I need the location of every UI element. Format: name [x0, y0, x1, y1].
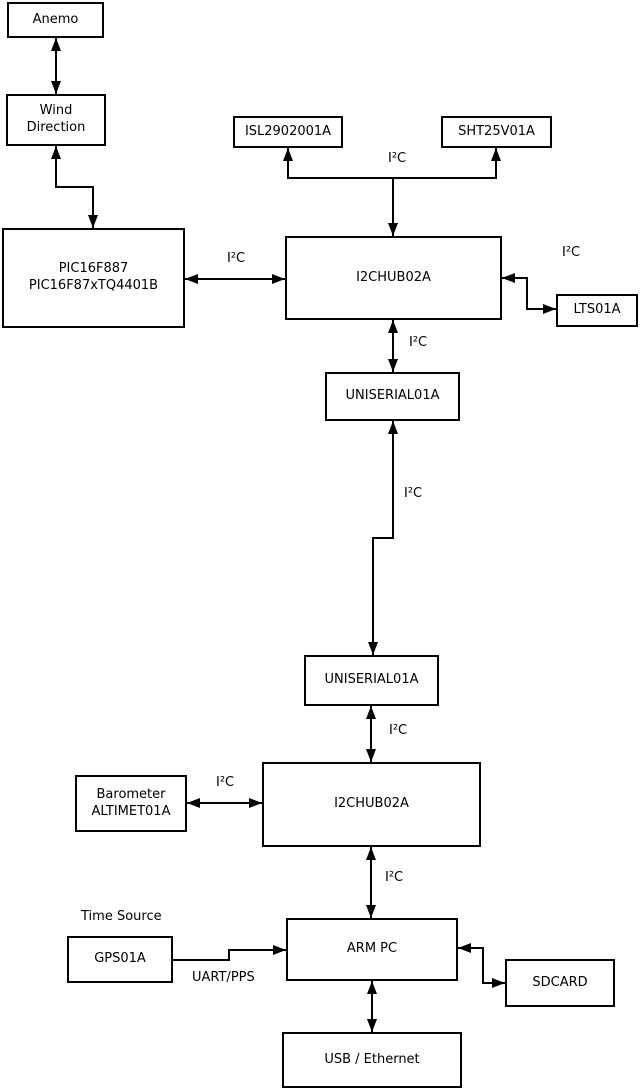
node-label: ISL2902001A	[244, 123, 332, 139]
edge-label-uart-pps: UART/PPS	[192, 970, 255, 985]
edge-label-i2c-uni2-hub2: I²C	[389, 723, 408, 738]
node-uniserial01a-upper: UNISERIAL01A	[325, 372, 460, 421]
node-label: ARM PC	[346, 941, 398, 957]
node-anemo: Anemo	[7, 2, 104, 38]
edge-label-i2c-pic-hub1: I²C	[227, 251, 246, 266]
node-i2chub02a-lower: I2CHUB02A	[262, 762, 481, 847]
node-sdcard: SDCARD	[505, 959, 615, 1007]
edge-label-i2c-baro-hub2: I²C	[216, 775, 235, 790]
node-label: UNISERIAL01A	[324, 672, 419, 688]
node-pic16f887: PIC16F887 PIC16F87xTQ4401B	[2, 228, 185, 328]
label-time-source: Time Source	[81, 909, 162, 924]
connector-hub1-lts	[502, 273, 556, 314]
connector-hub1-uni1	[388, 320, 398, 372]
node-label: UNISERIAL01A	[345, 388, 440, 404]
edge-label-i2c-top-bus: I²C	[388, 151, 407, 166]
node-wind-direction: Wind Direction	[6, 94, 106, 146]
node-label: SHT25V01A	[458, 123, 535, 139]
connector-baro-hub2	[187, 798, 262, 808]
node-label: PIC16F887	[58, 261, 129, 277]
node-uniserial01a-lower: UNISERIAL01A	[304, 655, 439, 706]
node-label: ALTIMET01A	[91, 803, 171, 819]
node-gps01a: GPS01A	[67, 936, 173, 983]
node-barometer-altimet01a: Barometer ALTIMET01A	[75, 775, 187, 832]
node-label: Anemo	[32, 11, 79, 27]
node-label: LTS01A	[573, 302, 621, 318]
node-label: USB / Ethernet	[324, 1051, 420, 1067]
node-sht25v01a: SHT25V01A	[441, 116, 552, 148]
connector-uni2-hub2	[366, 706, 376, 762]
node-label: GPS01A	[94, 951, 146, 967]
connector-hub2-armpc	[366, 847, 376, 918]
connector-wind-pic	[51, 146, 98, 228]
connector-uni1-uni2	[368, 421, 398, 655]
node-label: SDCARD	[532, 974, 588, 990]
node-lts01a: LTS01A	[556, 294, 638, 327]
edge-label-i2c-uni1-uni2: I²C	[404, 486, 423, 501]
edge-label-i2c-hub1-lts: I²C	[562, 245, 581, 260]
edge-label-i2c-hub1-uni1: I²C	[409, 335, 428, 350]
node-usb-ethernet: USB / Ethernet	[282, 1032, 462, 1088]
node-label: Direction	[26, 120, 86, 135]
node-label: Wind	[39, 103, 73, 119]
connector-armpc-usb	[367, 981, 377, 1032]
node-i2chub02a-upper: I2CHUB02A	[285, 236, 502, 320]
node-isl2902001a: ISL2902001A	[233, 116, 343, 148]
connector-armpc-sdcard	[458, 943, 505, 988]
edge-label-i2c-hub2-armpc: I²C	[385, 870, 404, 885]
node-label: I2CHUB02A	[356, 269, 431, 285]
node-arm-pc: ARM PC	[286, 918, 458, 981]
node-label: I2CHUB02A	[334, 796, 409, 812]
connector-pic-hub1	[185, 274, 285, 284]
node-label: PIC16F87xTQ4401B	[28, 278, 159, 293]
connector-anemo-wind	[51, 38, 61, 94]
node-label: Barometer	[96, 786, 166, 802]
connector-gps-armpc	[173, 945, 286, 961]
